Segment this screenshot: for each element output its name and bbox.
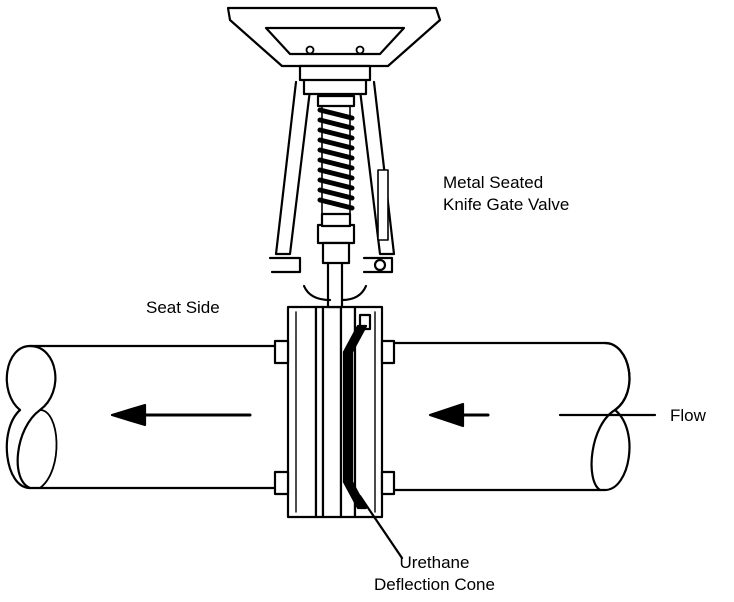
valve-type-line-2: Knife Gate Valve: [443, 195, 570, 214]
threaded-stem: [316, 94, 356, 215]
outlet-arrow-icon: [110, 403, 147, 427]
yoke: [274, 76, 396, 256]
valve-type-label: Metal Seated Knife Gate Valve: [443, 172, 569, 216]
stem-assembly: [268, 212, 394, 309]
flow-label: Flow: [670, 406, 706, 425]
deflection-cone: [342, 324, 404, 560]
bolt-head: [380, 470, 396, 496]
cone-label-line-2: Deflection Cone: [374, 575, 495, 594]
bolt-head: [273, 470, 290, 496]
handwheel: [226, 6, 442, 82]
valve-body: [273, 305, 396, 519]
inlet-arrow-icon: [428, 402, 465, 428]
right-pipe: [391, 341, 631, 492]
valve-type-line-1: Metal Seated: [443, 173, 544, 192]
seat-side-label: Seat Side: [146, 298, 220, 317]
flow-arrows: [110, 402, 657, 428]
bolt-head: [380, 339, 396, 365]
cone-leader-line: [358, 494, 404, 560]
bolt-head: [273, 339, 290, 365]
cone-label: Urethane Deflection Cone: [374, 552, 495, 596]
cone-label-line-1: Urethane: [399, 553, 470, 572]
